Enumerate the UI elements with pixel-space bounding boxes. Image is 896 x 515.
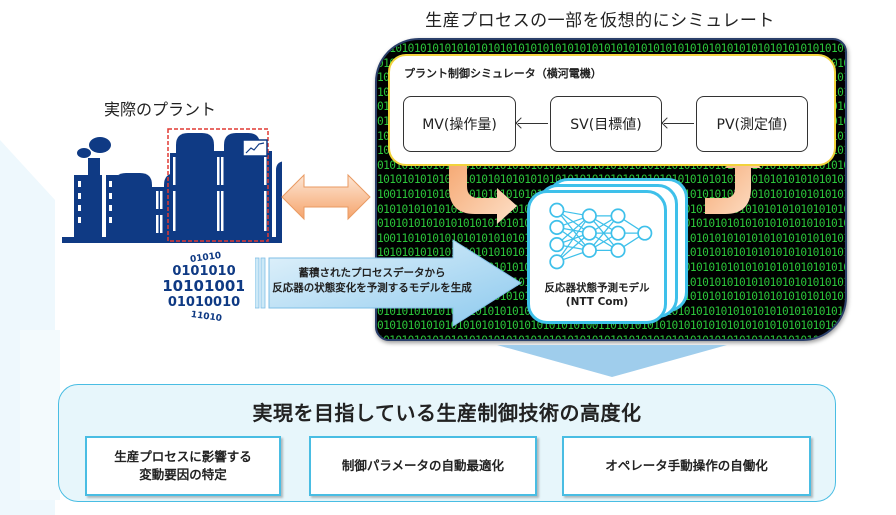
highlight-box xyxy=(167,128,269,242)
sv-to-mv-arrow xyxy=(518,123,548,124)
nn-node xyxy=(549,237,565,253)
factory-icon xyxy=(62,128,282,243)
goals-panel: 実現を目指している生産制御技術の高度化 生産プロセスに影響する 変動要因の特定 … xyxy=(58,384,836,502)
goals-title: 実現を目指している生産制御技術の高度化 xyxy=(252,401,642,425)
nn-node xyxy=(581,208,597,224)
data-generation-text: 蓄積されたプロセスデータから 反応器の状態変化を予測するモデルを生成 xyxy=(272,266,472,296)
sv-box: SV(目標値) xyxy=(550,96,662,152)
model-provider: (NTT Com) xyxy=(565,296,629,308)
nn-node xyxy=(581,225,597,241)
svg-text:0101010: 0101010 xyxy=(172,264,235,279)
neural-network-icon xyxy=(549,202,653,270)
svg-text:11010: 11010 xyxy=(190,310,222,324)
model-label: 反応器状態予測モデル (NTT Com) xyxy=(530,281,664,309)
goal-2-text: 制御パラメータの自動最適化 xyxy=(341,458,505,473)
chart-monitor-icon xyxy=(242,139,268,157)
data-generation-arrow xyxy=(255,239,522,327)
mv-box: MV(操作量) xyxy=(403,96,516,152)
goal-item-3: オペレータ手動操作の自働化 xyxy=(562,436,811,496)
data-flow-line-2: 反応器の状態変化を予測するモデルを生成 xyxy=(272,282,472,294)
bidirectional-arrow-icon xyxy=(281,173,371,221)
plant-title: 実際のプラント xyxy=(103,100,216,119)
nn-node xyxy=(549,202,565,218)
svg-text:01010010: 01010010 xyxy=(168,295,240,310)
nn-node xyxy=(549,219,565,235)
plant-control-simulator: プラント制御シミュレータ（横河電機） MV(操作量) SV(目標値) PV(測定… xyxy=(388,54,836,166)
nn-node xyxy=(581,242,597,258)
pv-to-sv-arrow xyxy=(664,123,694,124)
model-name: 反応器状態予測モデル xyxy=(544,282,650,294)
nn-edge xyxy=(556,215,590,263)
goal-1-line-2: 変動要因の特定 xyxy=(139,467,227,482)
svg-text:01010: 01010 xyxy=(190,251,222,265)
goal-item-1: 生産プロセスに影響する 変動要因の特定 xyxy=(85,436,281,496)
goal-item-2: 制御パラメータの自動最適化 xyxy=(309,436,537,496)
svg-text:10101001: 10101001 xyxy=(164,277,244,295)
nn-node xyxy=(610,225,626,241)
nn-node xyxy=(637,225,653,241)
goal-3-text: オペレータ手動操作の自働化 xyxy=(605,458,768,473)
prediction-model-card: 反応器状態予測モデル (NTT Com) xyxy=(527,190,667,324)
simulation-title: 生産プロセスの一部を仮想的にシミュレート xyxy=(425,11,775,31)
nn-node xyxy=(549,254,565,270)
data-flow-line-1: 蓄積されたプロセスデータから xyxy=(298,267,446,279)
simulator-title: プラント制御シミュレータ（横河電機） xyxy=(404,67,602,80)
pv-box: PV(測定値) xyxy=(696,96,808,152)
goal-1-line-1: 生産プロセスに影響する xyxy=(114,449,252,464)
nn-node xyxy=(610,208,626,224)
nn-node xyxy=(610,242,626,258)
binary-globe-icon: 01010 0101010 10101001 01010010 11010 xyxy=(164,251,244,324)
down-arrow-icon xyxy=(497,345,727,377)
